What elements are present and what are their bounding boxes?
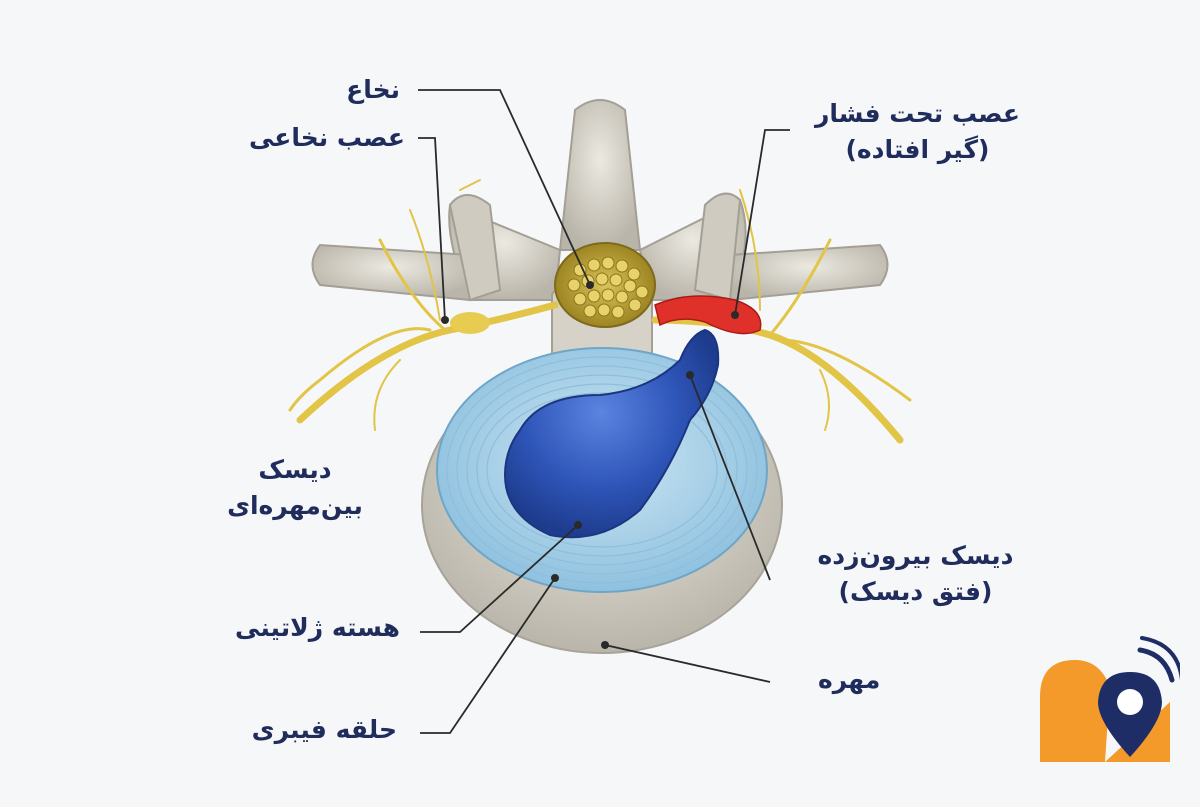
label-vertebra: مهره (818, 665, 881, 694)
transverse-left (311, 243, 471, 302)
label-herniated-line1: دیسک بیرون‌زده (817, 541, 1014, 570)
articular-left (448, 194, 502, 302)
nucleus-pulposus (503, 328, 720, 539)
label-compressed-nerve: عصب تحت فشار (گیر افتاده) (805, 96, 1030, 168)
brand-logo-icon (1040, 636, 1180, 762)
articular-right (693, 192, 742, 302)
compressed-nerve (654, 295, 762, 335)
label-spinal-nerve: عصب نخاعی (248, 123, 405, 152)
spinal-nerves (288, 179, 912, 444)
label-disc-line1: دیسک (258, 455, 332, 484)
label-herniated-line2: (فتق دیسک) (838, 577, 993, 606)
annulus-rings (446, 356, 758, 584)
leader-lines (418, 89, 790, 734)
transverse-right (729, 243, 889, 302)
label-spinal-cord: نخاع (346, 75, 400, 104)
label-compressed-nerve-line2: (گیر افتاده) (845, 135, 990, 164)
label-annulus-fibrosus: حلقه فیبری (251, 715, 397, 744)
leader-dots (441, 281, 739, 649)
label-compressed-nerve-line1: عصب تحت فشار (814, 99, 1021, 128)
label-nucleus-pulposus: هسته ژلاتینی (235, 613, 400, 642)
label-herniated-disc: دیسک بیرون‌زده (فتق دیسک) (808, 538, 1023, 610)
ganglion-left (450, 312, 490, 334)
label-intervertebral-disc: دیسک بین‌مهره‌ای (210, 452, 380, 524)
label-disc-line2: بین‌مهره‌ای (227, 491, 363, 520)
spinous-process (558, 99, 642, 251)
